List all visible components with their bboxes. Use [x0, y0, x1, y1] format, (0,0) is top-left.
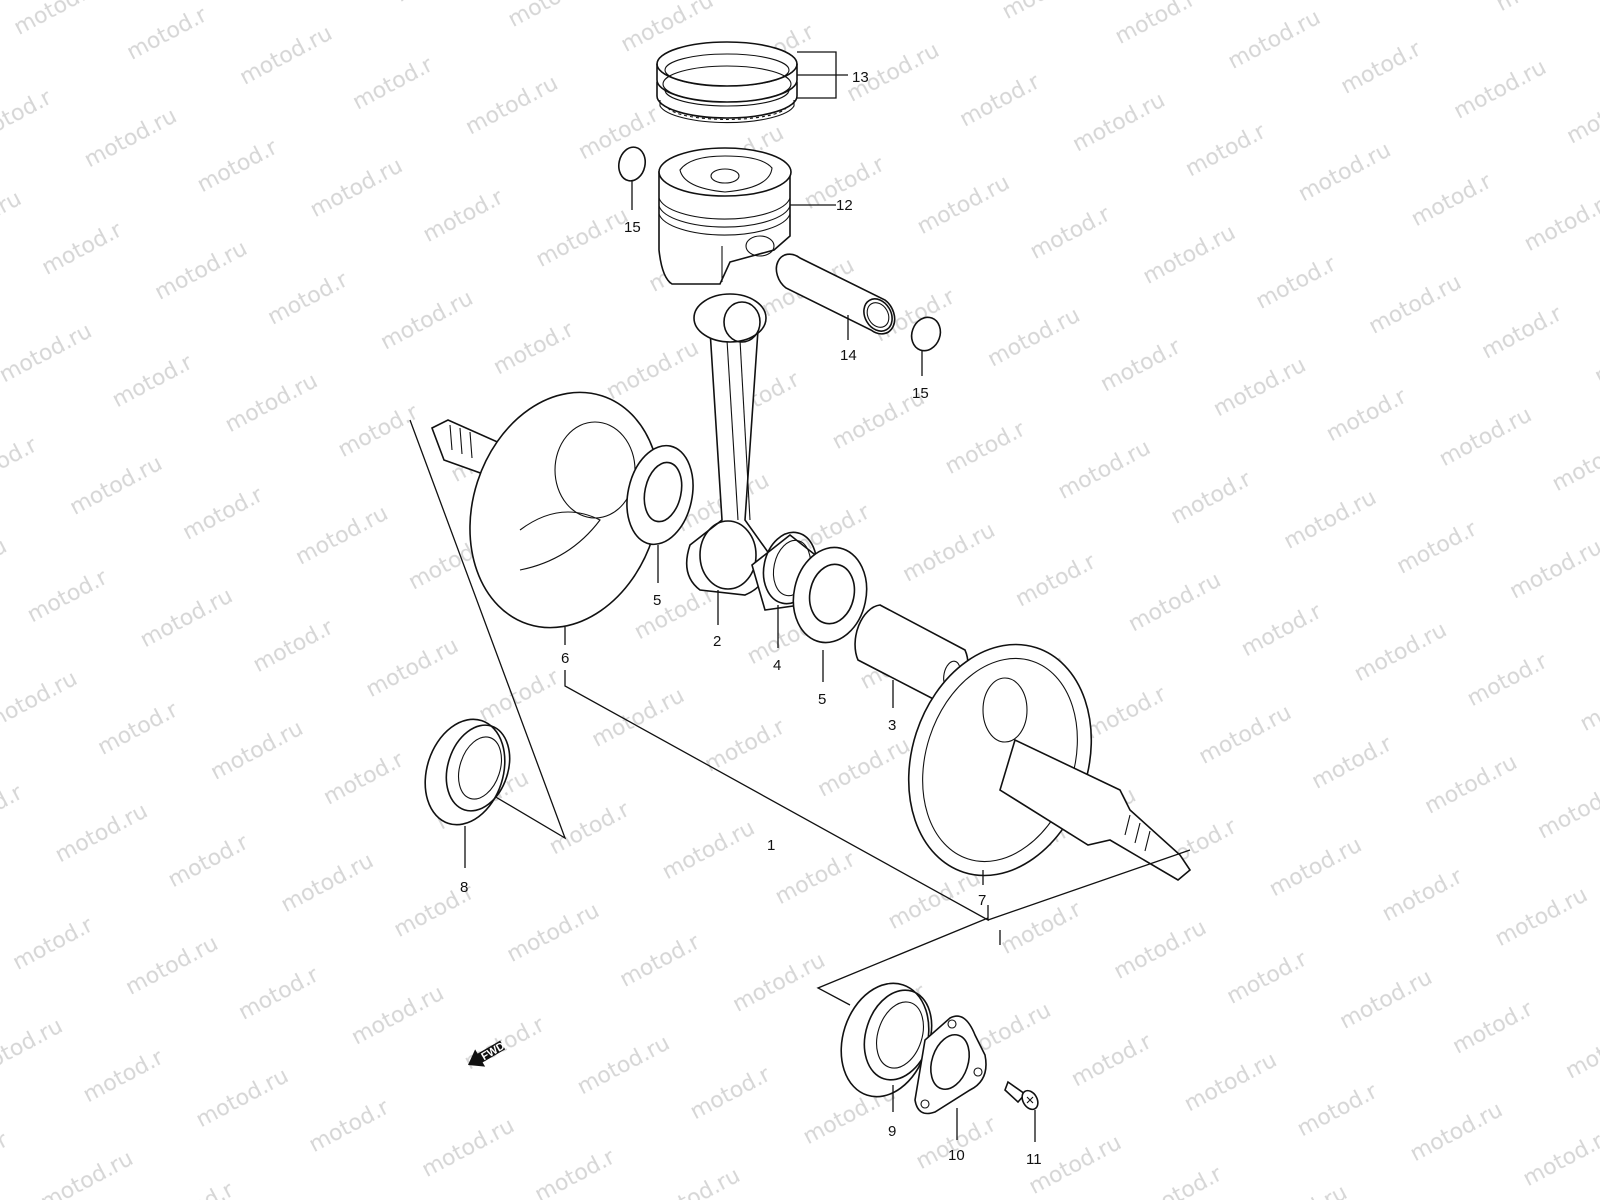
callout-9: 9 — [888, 1123, 896, 1140]
callout-labels: 1 2 3 4 5 5 6 7 8 9 10 11 12 13 14 15 15 — [460, 69, 1042, 1168]
connecting-rod[interactable] — [685, 293, 771, 596]
callout-7: 7 — [978, 892, 986, 909]
right-crank-web[interactable] — [880, 621, 1192, 900]
callout-3: 3 — [888, 717, 896, 734]
callout-13: 13 — [852, 69, 869, 86]
retainer-screw[interactable] — [1004, 1080, 1041, 1112]
callout-4: 4 — [773, 657, 781, 674]
piston-pin[interactable] — [775, 253, 897, 336]
callout-8: 8 — [460, 879, 468, 896]
thrust-washer-left[interactable] — [618, 439, 701, 550]
callout-15b: 15 — [912, 385, 929, 402]
callout-11: 11 — [1026, 1151, 1042, 1168]
circlip-left[interactable] — [616, 145, 649, 184]
callout-5b: 5 — [818, 691, 826, 708]
callout-6: 6 — [561, 650, 569, 667]
circlip-right[interactable] — [907, 313, 945, 355]
callout-15a: 15 — [624, 219, 641, 236]
callout-10: 10 — [948, 1147, 965, 1164]
left-crank-web[interactable] — [430, 367, 690, 652]
callout-14: 14 — [840, 347, 857, 364]
callout-1: 1 — [767, 837, 775, 854]
piston[interactable] — [658, 147, 792, 285]
thrust-washer-right[interactable] — [785, 541, 875, 650]
callout-5a: 5 — [653, 592, 661, 609]
bearing-retainer[interactable] — [914, 1015, 987, 1115]
callout-12: 12 — [836, 197, 853, 214]
left-crank-bearing[interactable] — [412, 709, 520, 835]
piston-rings[interactable] — [656, 41, 798, 124]
callout-2: 2 — [713, 633, 721, 650]
